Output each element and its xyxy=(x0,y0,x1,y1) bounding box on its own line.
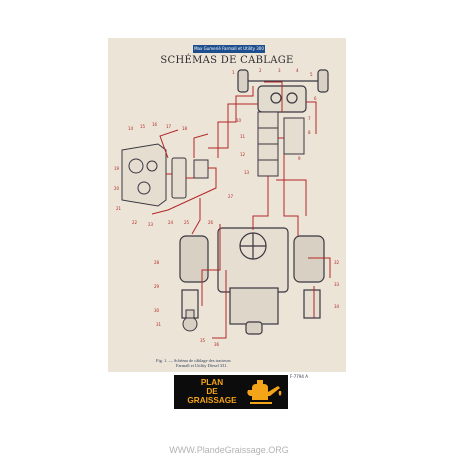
part-label: 18 xyxy=(182,126,188,131)
part-label: 30 xyxy=(154,308,160,313)
part-label: 26 xyxy=(208,220,214,225)
part-label: 6 xyxy=(314,96,317,101)
part-label: 16 xyxy=(152,122,158,127)
figure-ref-code: F-7794 A xyxy=(290,374,308,379)
part-label: 13 xyxy=(244,170,250,175)
wiring-diagram: 1 2 3 4 5 6 7 8 9 10 11 12 13 14 15 16 1… xyxy=(114,68,340,347)
tractor-rear-body xyxy=(179,227,325,335)
header-banner: Max Gumerié Farmall et Utility 300 xyxy=(193,45,265,53)
part-label: 33 xyxy=(334,282,340,287)
plan-de-graissage-logo: PLAN DE GRAISSAGE xyxy=(174,375,288,409)
part-label: 8 xyxy=(308,130,311,135)
part-label: 2 xyxy=(259,68,262,73)
part-label: 1 xyxy=(232,70,235,75)
part-label: 15 xyxy=(140,124,146,129)
part-label: 22 xyxy=(132,220,138,225)
part-label: 21 xyxy=(116,206,122,211)
rear-lamp xyxy=(182,309,198,332)
dashboard-cluster xyxy=(121,143,209,207)
oil-can-icon xyxy=(247,380,282,404)
part-label: 20 xyxy=(114,186,120,191)
logo-line-2: DE xyxy=(206,387,218,397)
part-label: 32 xyxy=(334,260,340,265)
part-label: 19 xyxy=(114,166,120,171)
caption-line-2: Farmall et Utility Diesel 331. xyxy=(176,363,228,369)
part-label: 17 xyxy=(166,124,172,129)
part-label: 4 xyxy=(296,68,299,73)
part-label: 12 xyxy=(240,152,246,157)
part-labels: 1 2 3 4 5 6 7 8 9 10 11 12 13 14 15 16 1… xyxy=(114,68,340,347)
figure-caption: Fig. 1. — Schéma de câblage des tracteur… xyxy=(156,358,306,368)
part-label: 5 xyxy=(310,72,313,77)
part-label: 7 xyxy=(308,116,311,121)
part-label: 11 xyxy=(240,134,246,139)
tractor-front-axle xyxy=(237,69,329,113)
logo-line-3: GRAISSAGE xyxy=(187,396,237,406)
part-label: 10 xyxy=(236,118,242,123)
logo-line-1: PLAN xyxy=(200,378,224,387)
footer-url[interactable]: WWW.PlandeGraissage.ORG xyxy=(169,445,289,455)
part-label: 31 xyxy=(156,322,162,327)
part-label: 24 xyxy=(168,220,174,225)
part-label: 9 xyxy=(298,156,301,161)
part-label: 34 xyxy=(334,304,340,309)
caption-line-1: Fig. 1. — Schéma de câblage des tracteur… xyxy=(156,358,231,363)
logo-text: PLAN DE GRAISSAGE xyxy=(178,378,246,406)
part-label: 36 xyxy=(214,342,220,347)
engine-block xyxy=(257,111,305,177)
part-label: 29 xyxy=(154,284,160,289)
part-label: 14 xyxy=(128,126,134,131)
part-label: 35 xyxy=(200,338,206,343)
page-title: SCHÉMAS DE CABLAGE xyxy=(160,55,294,66)
manual-page: Max Gumerié Farmall et Utility 300 SCHÉM… xyxy=(108,38,346,399)
part-label: 23 xyxy=(148,222,154,227)
part-label: 27 xyxy=(228,194,234,199)
part-label: 25 xyxy=(184,220,190,225)
part-label: 28 xyxy=(154,260,160,265)
part-label: 3 xyxy=(278,68,281,73)
wiring-harness xyxy=(151,81,331,339)
